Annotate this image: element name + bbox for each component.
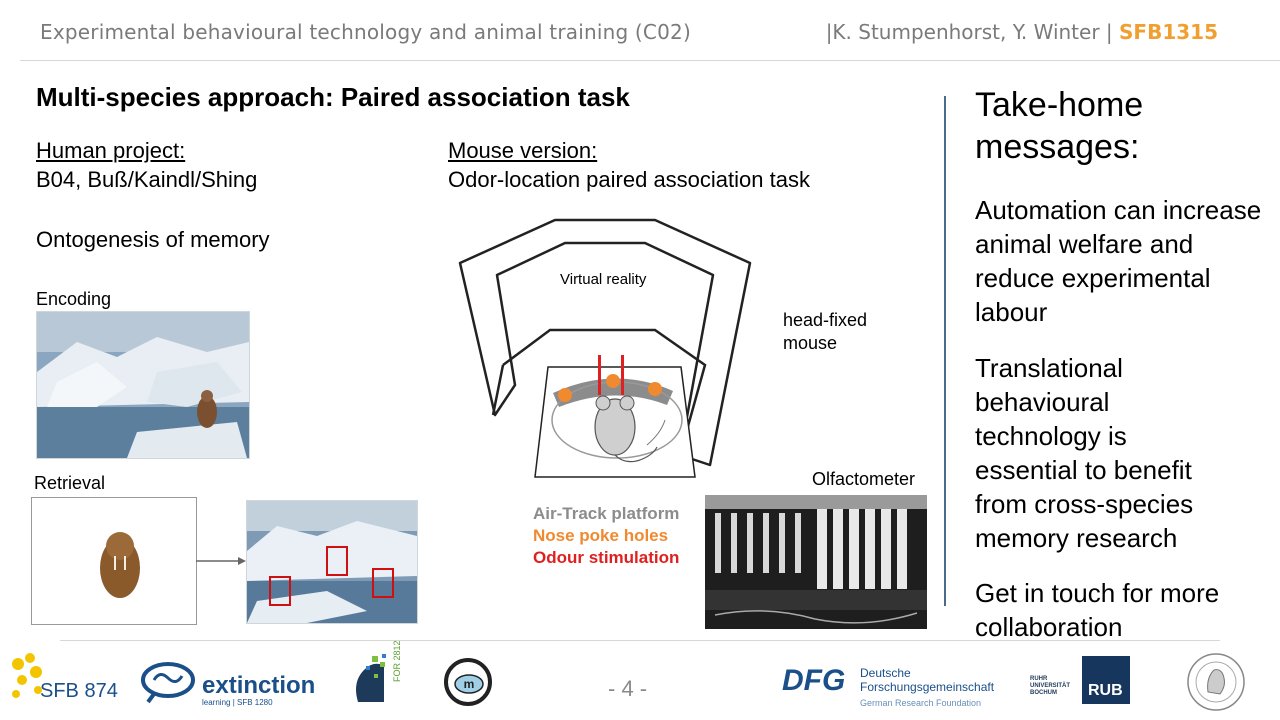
extinction-text: extinction: [202, 672, 316, 699]
legend-nose-poke: Nose poke holes: [533, 526, 669, 545]
rub-box: [1082, 656, 1130, 704]
mouse-version-heading: Mouse version:: [448, 138, 598, 163]
takehome-message-1: Automation can increase animal welfare a…: [975, 195, 1262, 327]
extinction-logo: extinction learning | SFB 1280: [140, 660, 330, 708]
column-divider: [944, 96, 946, 606]
dfg-line1: Deutsche: [860, 666, 911, 680]
virtual-reality-diagram: [458, 218, 752, 478]
sfb874-text: SFB 874: [40, 680, 118, 702]
head-fixed-mouse-label: head-fixed mouse: [783, 310, 868, 353]
retrieval-arrow-icon: [196, 557, 246, 565]
human-project-line2: Ontogenesis of memory: [36, 227, 270, 252]
cloud-m-logo-icon: m: [444, 658, 492, 706]
rub-logo: RUHR UNIVERSITÄT BOCHUM RUB: [1030, 656, 1130, 706]
humboldt-seal-icon: [1187, 653, 1245, 711]
rub-text: RUB: [1088, 682, 1123, 699]
page-number: - 4 -: [608, 676, 648, 701]
header-sfb-label: SFB1315: [1119, 20, 1218, 44]
diagram-legend: Air-Track platform Nose poke holes Odour…: [533, 503, 679, 569]
retrieval-label: Retrieval: [34, 473, 106, 493]
vr-label: Virtual reality: [560, 271, 647, 288]
dfg-mark: DFG: [782, 664, 846, 697]
svg-text:m: m: [464, 677, 475, 691]
header-author-names: |K. Stumpenhorst, Y. Winter |: [825, 20, 1120, 44]
takehome-title: Take-home messages:: [975, 86, 1144, 166]
mouse-version-line1: Odor-location paired association task: [448, 167, 810, 192]
sfb874-logo: SFB 874: [8, 650, 128, 706]
retrieval-scene-photo: [246, 500, 418, 624]
slide-title: Multi-species approach: Paired associati…: [36, 82, 630, 112]
rub-small-text: RUHR UNIVERSITÄT BOCHUM: [1030, 676, 1071, 696]
for2812-text: FOR 2812: [392, 640, 402, 682]
legend-odour: Odour stimulation: [533, 548, 680, 567]
dfg-line2: Forschungsgemeinschaft: [860, 680, 995, 694]
dfg-logo: DFG Deutsche Forschungsgemeinschaft Germ…: [782, 664, 995, 710]
footer-divider: [60, 640, 1220, 641]
olfactometer-label: Olfactometer: [812, 469, 916, 489]
encoding-label: Encoding: [36, 289, 112, 309]
human-project-line1: B04, Buß/Kaindl/Shing: [36, 167, 258, 192]
header-divider: [20, 60, 1280, 61]
dfg-line3: German Research Foundation: [860, 698, 982, 708]
header-authors: |K. Stumpenhorst, Y. Winter | SFB1315: [826, 20, 1218, 44]
retrieval-walrus-card: [31, 497, 197, 625]
human-project-heading: Human project:: [36, 138, 186, 163]
takehome-message-3: Get in touch for more collaboration: [975, 578, 1220, 642]
takehome-message-2: Translational behavioural technology is …: [975, 353, 1194, 553]
encoding-walrus-photo: [36, 311, 250, 459]
header-course-title: Experimental behavioural technology and …: [40, 20, 691, 44]
olfactometer-photo: [705, 495, 927, 629]
legend-air-track: Air-Track platform: [533, 504, 680, 523]
for2812-logo: FOR 2812: [350, 640, 410, 712]
extinction-subtext: learning | SFB 1280: [202, 698, 273, 707]
